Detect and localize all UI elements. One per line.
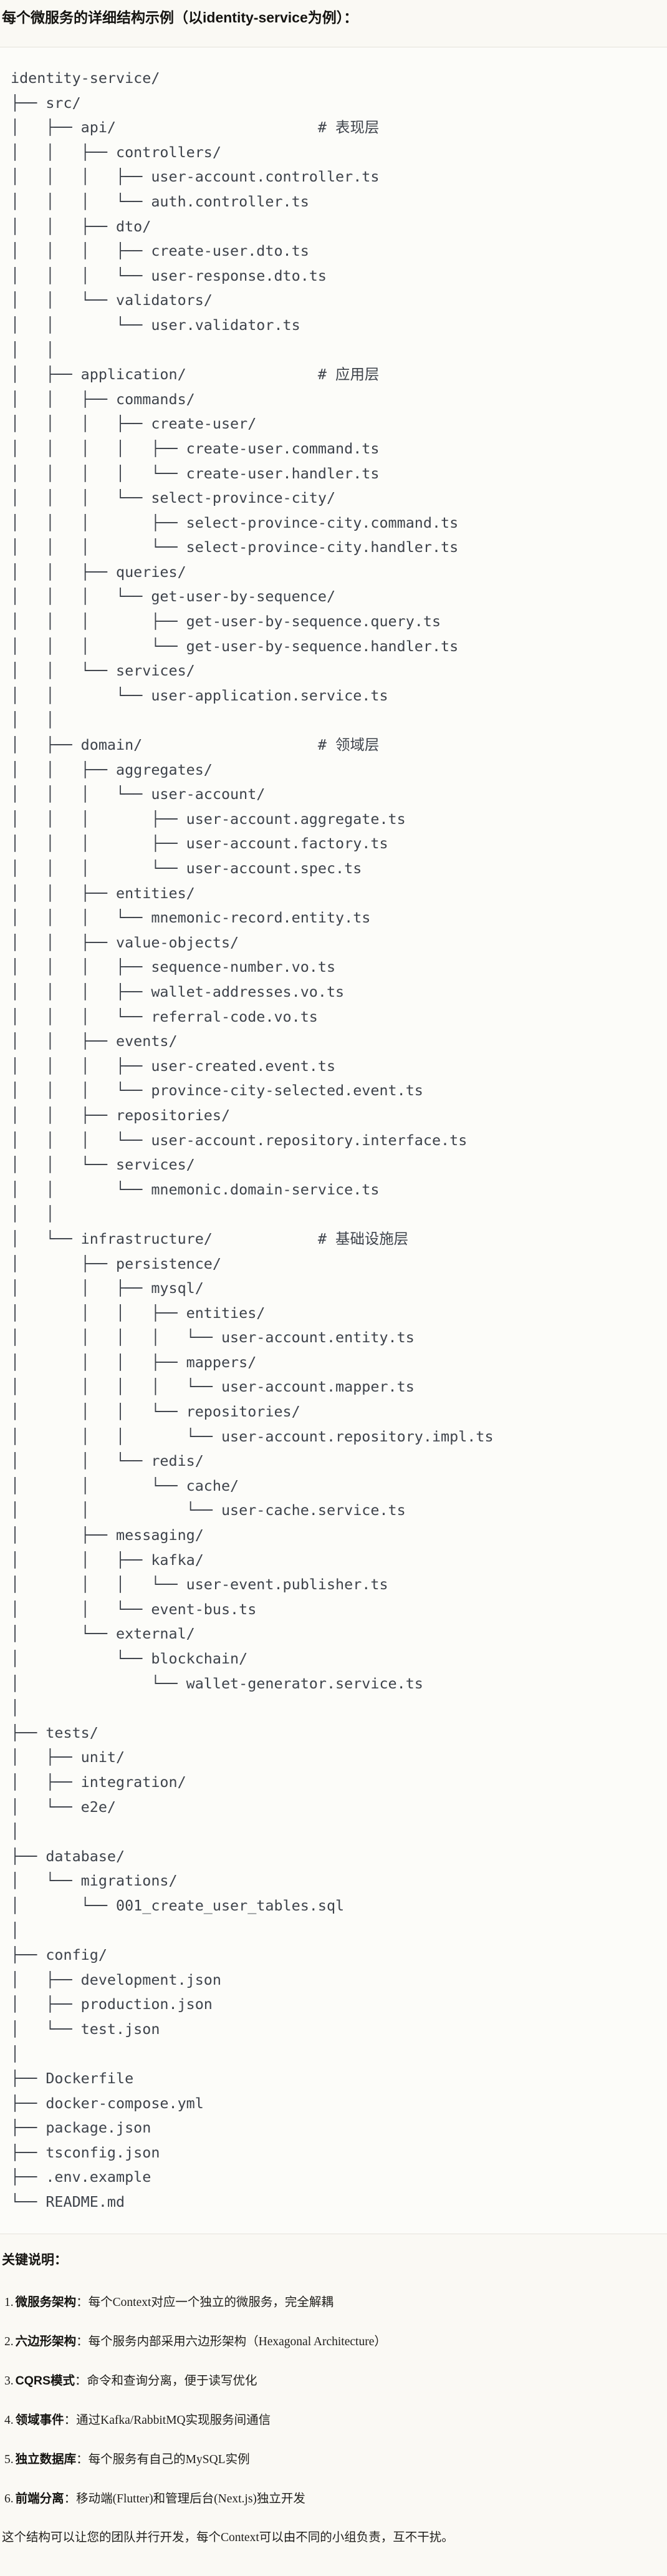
- notes-heading: 关键说明：: [2, 2252, 67, 2267]
- code-block: identity-service/ ├── src/ │ ├── api/ # …: [0, 47, 667, 2234]
- note-number: 5.: [4, 2453, 14, 2466]
- note-label: CQRS模式: [15, 2373, 75, 2388]
- note-number: 6.: [4, 2492, 14, 2506]
- note-text: ：每个服务内部采用六边形架构（Hexagonal Architecture）: [76, 2335, 386, 2348]
- note-item: 2.六边形架构：每个服务内部采用六边形架构（Hexagonal Architec…: [4, 2332, 658, 2351]
- directory-tree: identity-service/ ├── src/ │ ├── api/ # …: [11, 69, 494, 2211]
- notes-section: 关键说明： 1.微服务架构：每个Context对应一个独立的微服务，完全解耦 2…: [0, 2252, 667, 2562]
- note-label: 独立数据库: [15, 2452, 77, 2466]
- note-label: 六边形架构: [15, 2334, 77, 2348]
- note-label: 微服务架构: [15, 2295, 77, 2309]
- note-number: 1.: [4, 2295, 14, 2309]
- note-item: 4.领域事件：通过Kafka/RabbitMQ实现服务间通信: [4, 2411, 658, 2430]
- note-item: 1.微服务架构：每个Context对应一个独立的微服务，完全解耦: [4, 2293, 658, 2312]
- note-text: ：每个Context对应一个独立的微服务，完全解耦: [76, 2295, 334, 2309]
- note-text: ：移动端(Flutter)和管理后台(Next.js)独立开发: [64, 2492, 305, 2506]
- note-label: 领域事件: [15, 2413, 64, 2427]
- note-text: ：通过Kafka/RabbitMQ实现服务间通信: [64, 2413, 271, 2427]
- note-item: 5.独立数据库：每个服务有自己的MySQL实例: [4, 2450, 658, 2469]
- note-item: 3.CQRS模式：命令和查询分离，便于读写优化: [4, 2371, 658, 2391]
- note-text: ：每个服务有自己的MySQL实例: [76, 2453, 250, 2466]
- note-text: ：命令和查询分离，便于读写优化: [74, 2374, 257, 2388]
- closing-paragraph: 这个结构可以让您的团队并行开发，每个Context可以由不同的小组负责，互不干扰…: [2, 2530, 454, 2544]
- note-label: 前端分离: [15, 2491, 64, 2506]
- page-title: 每个微服务的详细结构示例（以identity-service为例）：: [2, 9, 358, 26]
- note-number: 4.: [4, 2413, 14, 2427]
- note-item: 6.前端分离：移动端(Flutter)和管理后台(Next.js)独立开发: [4, 2489, 658, 2509]
- note-number: 3.: [4, 2374, 14, 2388]
- page: { "page": { "title": "每个微服务的详细结构示例（以iden…: [0, 8, 667, 2576]
- note-number: 2.: [4, 2335, 14, 2348]
